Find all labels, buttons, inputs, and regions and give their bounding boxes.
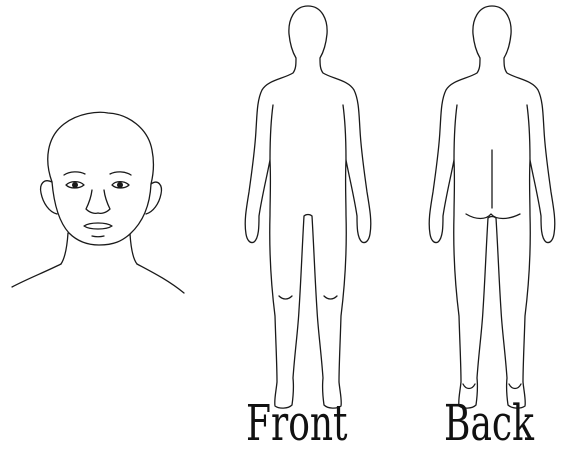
nose xyxy=(86,190,110,213)
right-eyebrow xyxy=(110,172,131,175)
front-figure xyxy=(245,6,371,408)
back-buttocks xyxy=(466,214,520,219)
front-label: Front xyxy=(246,398,348,448)
left-eyebrow xyxy=(64,172,85,175)
right-ear xyxy=(146,182,161,214)
right-pupil xyxy=(117,182,123,188)
face-diagram xyxy=(12,112,184,293)
chin-line xyxy=(92,236,104,237)
front-left-knee xyxy=(279,296,292,299)
right-shoulder-line xyxy=(137,264,184,293)
back-figure xyxy=(429,6,555,408)
back-left-arm-inner xyxy=(454,105,457,160)
neck-right xyxy=(130,234,137,264)
front-right-arm-inner xyxy=(343,105,346,160)
front-left-arm-inner xyxy=(270,105,273,160)
left-pupil xyxy=(72,182,78,188)
mouth xyxy=(84,223,112,229)
back-left-heel xyxy=(463,384,475,389)
front-right-knee xyxy=(324,296,337,299)
neck-left xyxy=(61,233,68,264)
front-body-outline xyxy=(245,6,371,408)
face-outline xyxy=(48,112,154,245)
left-shoulder-line xyxy=(12,264,61,287)
back-right-arm-inner xyxy=(527,105,530,160)
back-right-heel xyxy=(509,384,521,389)
back-label: Back xyxy=(444,398,534,448)
